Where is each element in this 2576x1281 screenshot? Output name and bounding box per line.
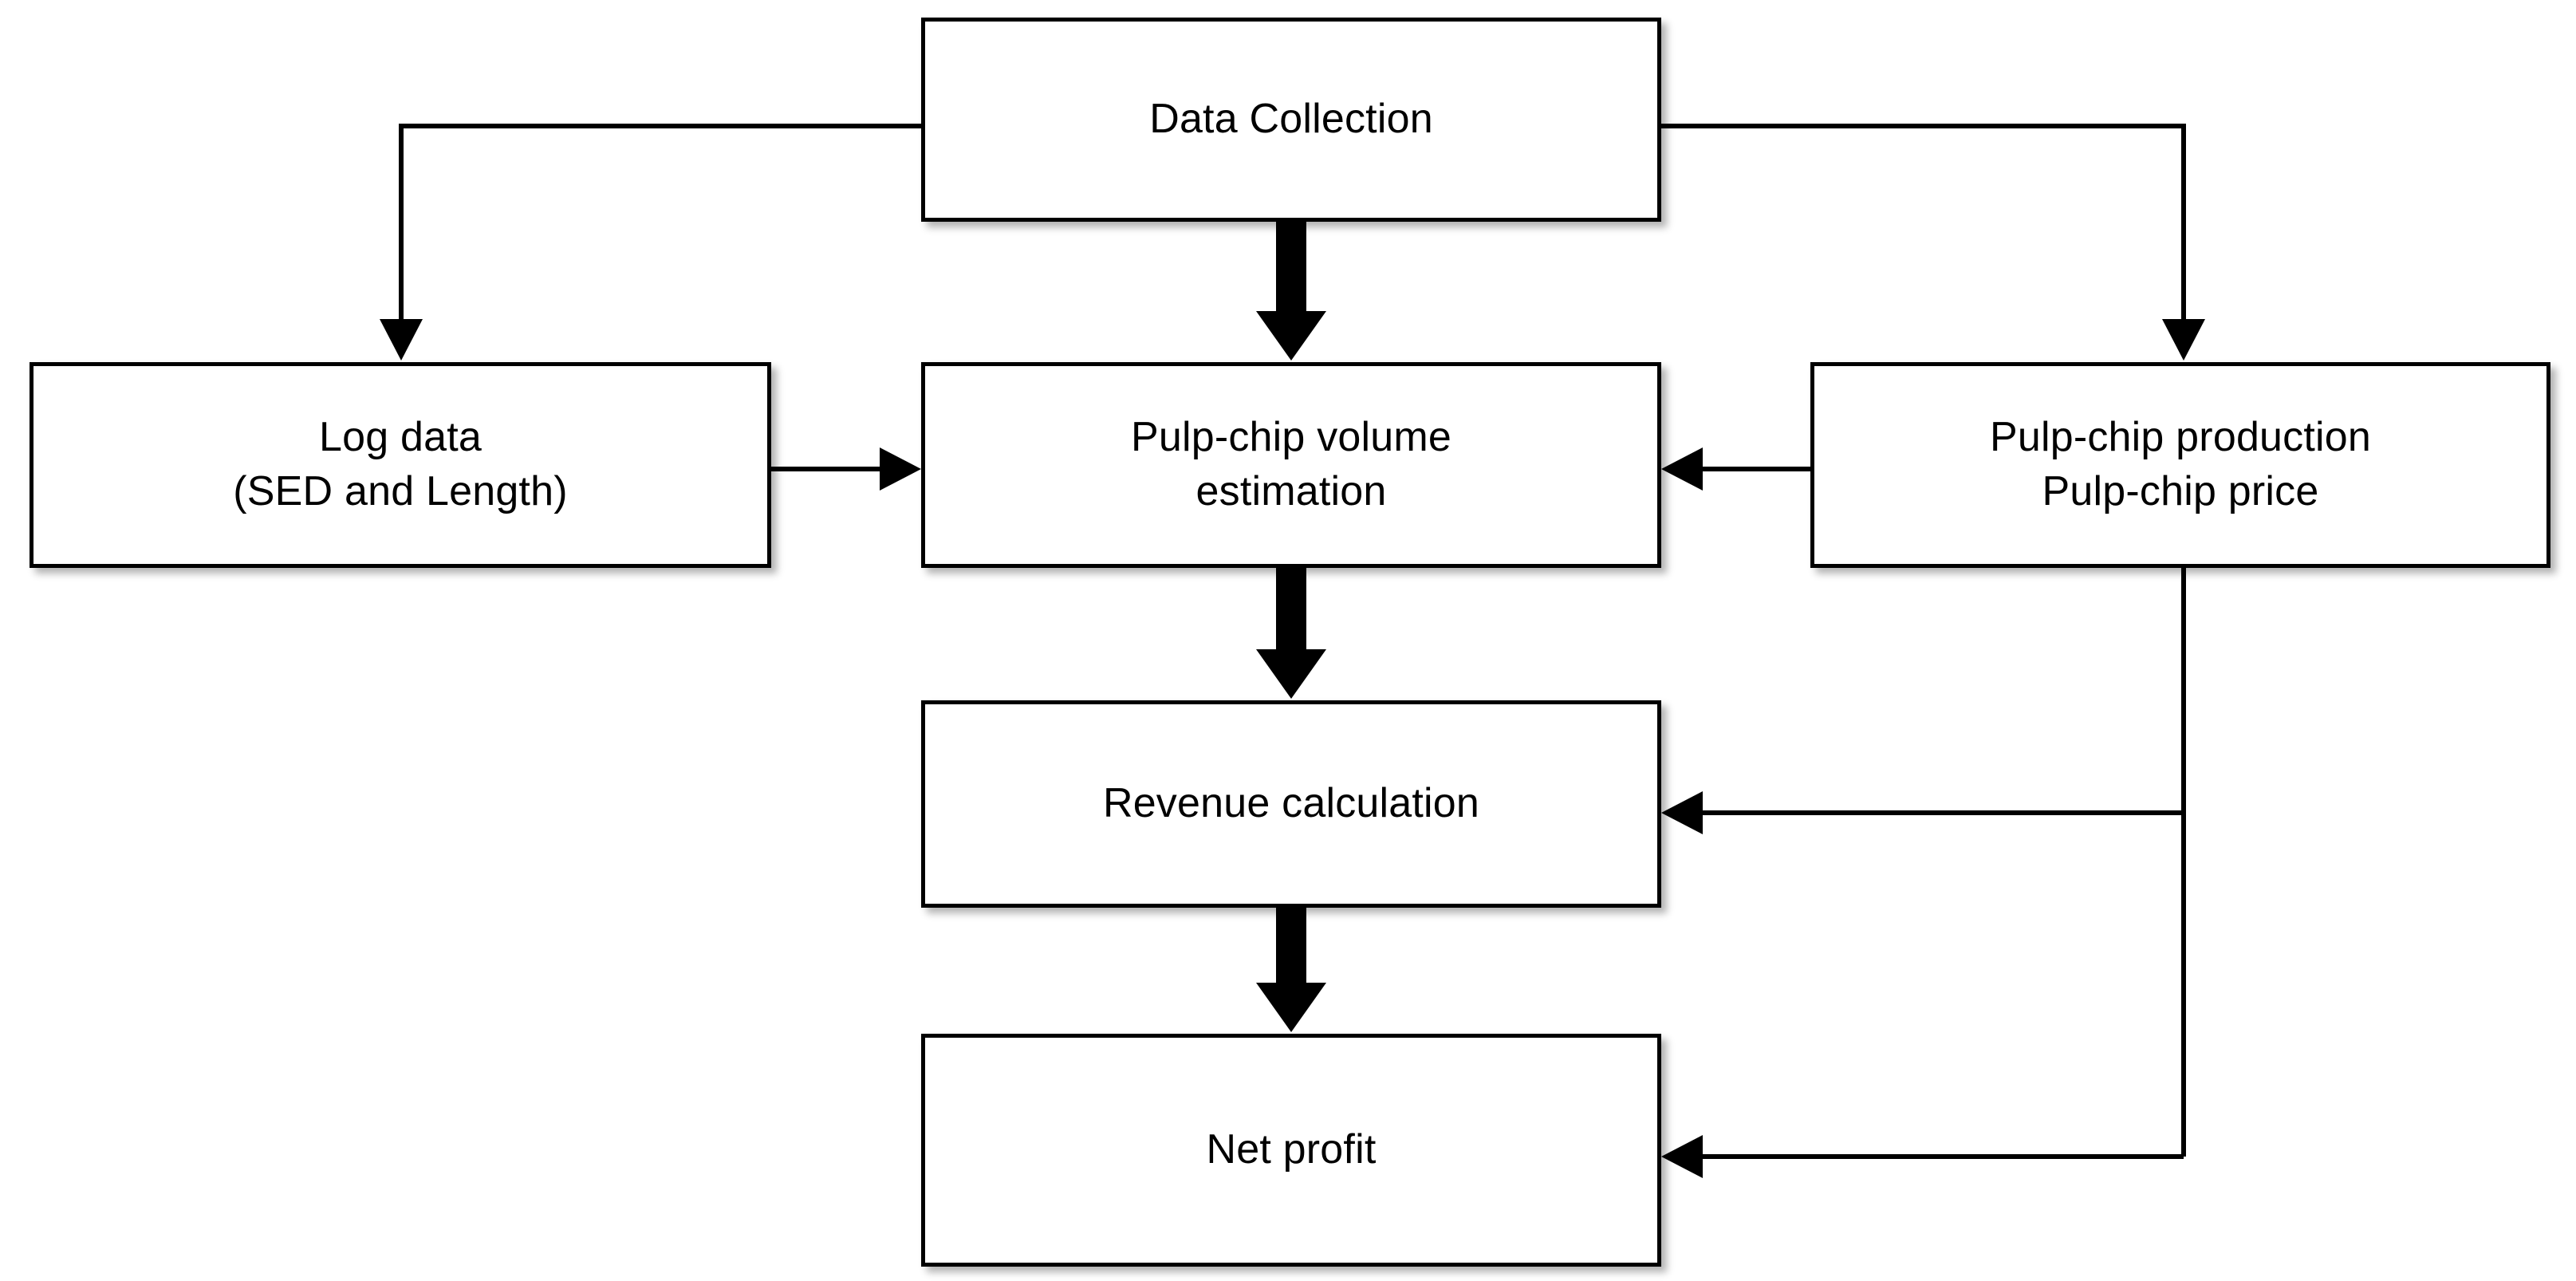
edge-production-to-revenue — [1661, 791, 2184, 834]
node-pulp-chip-volume-estimation-label: Pulp-chip volume estimation — [1130, 414, 1452, 514]
edge-volume-to-revenue — [1256, 568, 1326, 699]
edge-data-collection-to-volume — [1256, 222, 1326, 361]
edge-data-collection-to-log-data — [380, 124, 921, 361]
node-log-data[interactable]: Log data (SED and Length) — [30, 362, 771, 568]
edge-production-to-volume — [1661, 447, 1810, 491]
node-pulp-chip-production-price[interactable]: Pulp-chip production Pulp-chip price — [1810, 362, 2550, 568]
edge-revenue-to-net-profit — [1256, 908, 1326, 1032]
edge-log-data-to-volume — [771, 447, 921, 491]
node-net-profit-label: Net profit — [1206, 1126, 1377, 1173]
node-revenue-calculation[interactable]: Revenue calculation — [921, 700, 1661, 908]
node-revenue-calculation-label: Revenue calculation — [1102, 780, 1480, 827]
node-net-profit[interactable]: Net profit — [921, 1034, 1661, 1267]
edge-production-to-net-profit — [1661, 1135, 2184, 1178]
node-pulp-chip-volume-estimation[interactable]: Pulp-chip volume estimation — [921, 362, 1661, 568]
node-pulp-chip-production-price-label: Pulp-chip production Pulp-chip price — [1989, 414, 2372, 514]
edge-data-collection-to-production — [1661, 124, 2205, 361]
node-data-collection-label: Data Collection — [1149, 96, 1433, 143]
node-data-collection[interactable]: Data Collection — [921, 18, 1661, 222]
node-log-data-label: Log data (SED and Length) — [233, 414, 568, 514]
